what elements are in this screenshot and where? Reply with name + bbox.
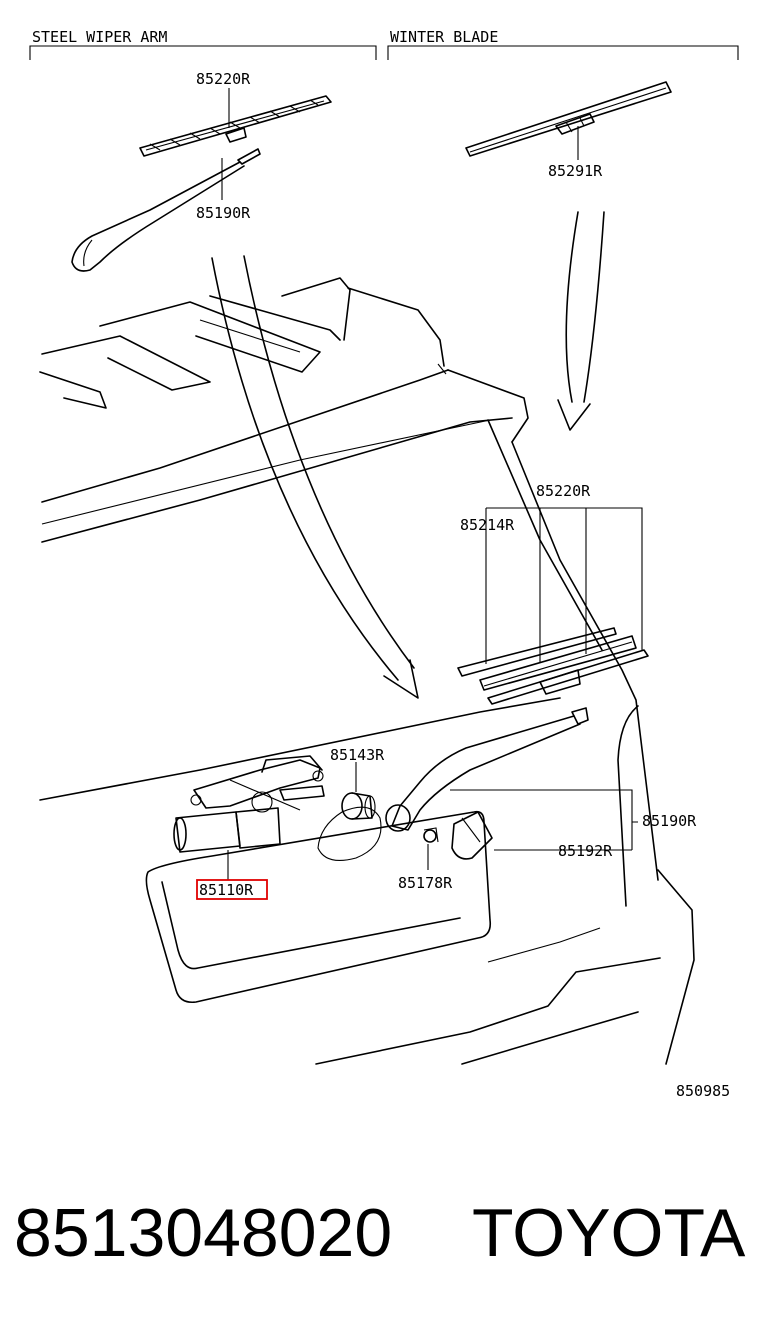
motor-part-highlight	[196, 879, 268, 900]
arrow-right	[557, 211, 605, 431]
figure-number: 850985	[676, 1082, 730, 1100]
steel-arm-drawing	[71, 148, 261, 272]
label-top-arm: 85190R	[196, 204, 251, 222]
motor-drawing	[173, 755, 325, 853]
label-nut: 85178R	[398, 874, 453, 892]
label-arm: 85190R	[642, 812, 697, 830]
label-rubber: 85214R	[460, 516, 515, 534]
header-steel-wiper-arm: STEEL WIPER ARM	[32, 28, 167, 46]
vehicle-body	[39, 277, 695, 1065]
header-left-group: STEEL WIPER ARM	[29, 28, 377, 60]
label-motor: 85110R	[199, 881, 254, 899]
main-blade-drawing	[457, 627, 649, 705]
caption-part-number: 8513048020	[14, 1195, 392, 1271]
label-cap: 85192R	[558, 842, 613, 860]
label-winter-blade: 85291R	[548, 162, 603, 180]
pivot-drawing	[341, 792, 376, 820]
arm-drawing	[385, 707, 589, 832]
header-right-group: WINTER BLADE	[387, 28, 739, 60]
arrow-left	[211, 255, 419, 699]
caption-brand: TOYOTA	[472, 1195, 746, 1271]
label-top-blade: 85220R	[196, 70, 251, 88]
label-pivot: 85143R	[330, 746, 385, 764]
cap-drawing	[451, 811, 493, 860]
label-main-blade: 85220R	[536, 482, 591, 500]
winter-blade-drawing	[465, 81, 672, 157]
steel-blade-drawing	[139, 95, 332, 157]
header-winter-blade: WINTER BLADE	[390, 28, 498, 46]
nut-drawing	[423, 827, 439, 843]
